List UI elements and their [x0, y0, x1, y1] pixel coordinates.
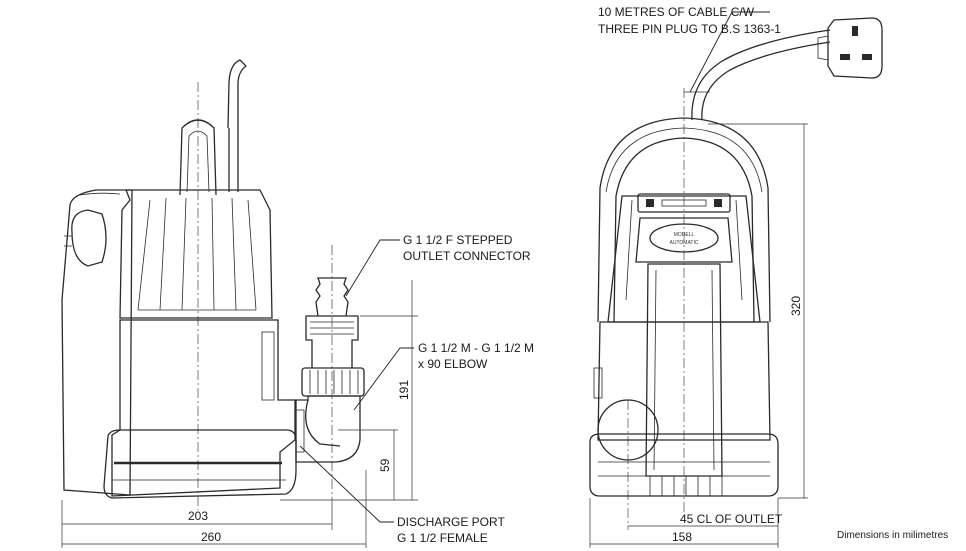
- front-handle-outer: [597, 117, 771, 323]
- front-handle-inner: [613, 137, 755, 323]
- label-discharge-2: G 1 1/2 FEMALE: [397, 531, 488, 545]
- plug-strain-relief: [817, 35, 829, 61]
- front-handle-rib: [605, 127, 763, 193]
- side-base: [103, 429, 297, 499]
- plug-pin-right: [862, 54, 872, 60]
- side-float-pins: [64, 235, 72, 247]
- label-outlet-connector-1: G 1 1/2 F STEPPED: [403, 233, 513, 247]
- leader-elbow: [353, 347, 414, 411]
- side-connector-thread: [310, 321, 354, 335]
- plug-body: [827, 17, 883, 79]
- side-view: 203 260 191 59: [61, 59, 418, 548]
- units-note: Dimensions in milimetres: [837, 530, 948, 541]
- front-cap-screw-right: [714, 199, 722, 207]
- front-top-cap: [637, 193, 731, 213]
- front-base-lines: [598, 461, 770, 477]
- side-connector-base: [305, 315, 359, 368]
- dim-158: 158: [672, 530, 692, 544]
- front-view: MODELL AUTOMATIC 320 158: [589, 11, 883, 548]
- side-handle-inner: [186, 130, 210, 193]
- side-discharge-port: [296, 409, 305, 453]
- side-side-panel: [261, 331, 275, 401]
- side-elbow-nut: [301, 367, 365, 397]
- front-housing-ribs: [625, 199, 743, 301]
- nameplate-line2: AUTOMATIC: [670, 240, 699, 246]
- side-ribs: [137, 197, 257, 311]
- label-cl-outlet: 45 CL OF OUTLET: [680, 512, 783, 526]
- front-side-stud: [593, 367, 603, 399]
- side-hose-barb: [315, 277, 349, 317]
- side-upper-housing: [119, 189, 273, 319]
- side-float-top: [79, 192, 121, 196]
- label-discharge-1: DISCHARGE PORT: [397, 515, 505, 529]
- plug-pin-top: [852, 26, 858, 36]
- front-cap-slot: [661, 199, 707, 207]
- leader-outlet-connector: [345, 239, 400, 297]
- front-lower-body: [597, 321, 771, 441]
- front-base: [589, 433, 779, 497]
- side-cable-sheath: [228, 128, 239, 192]
- side-handle: [179, 119, 217, 196]
- leader-discharge: [299, 445, 394, 523]
- leader-cable: [689, 11, 770, 93]
- side-lower-body: [111, 319, 296, 497]
- dim-191: 191: [397, 380, 411, 400]
- front-cable-outer: [691, 29, 831, 121]
- dim-59: 59: [378, 458, 392, 472]
- label-elbow-2: x 90 ELBOW: [418, 357, 488, 371]
- nameplate-line1: MODELL: [674, 232, 695, 238]
- dim-260: 260: [201, 530, 221, 544]
- plug-pin-left: [840, 54, 850, 60]
- label-cable-1: 10 METRES OF CABLE C/W: [598, 5, 755, 19]
- front-column-edges: [653, 269, 715, 471]
- side-float-housing: [61, 189, 133, 496]
- side-elbow-inner: [305, 399, 341, 447]
- label-elbow-1: G 1 1/2 M - G 1 1/2 M: [418, 341, 534, 355]
- front-base-slots: [649, 476, 723, 496]
- dim-203: 203: [188, 509, 208, 523]
- side-elbow: [295, 395, 361, 463]
- label-outlet-connector-2: OUTLET CONNECTOR: [403, 249, 531, 263]
- front-cap-screw-left: [646, 199, 654, 207]
- label-cable-2: THREE PIN PLUG TO B.S 1363-1: [598, 22, 781, 36]
- side-cable: [227, 59, 247, 129]
- side-float-switch: [71, 209, 107, 267]
- front-cable-inner: [701, 41, 831, 121]
- dim-320: 320: [789, 296, 803, 316]
- front-outlet-arc: [597, 399, 659, 431]
- front-nameplate: [649, 223, 719, 253]
- side-nut-knurl: [309, 370, 359, 394]
- front-nameplate-frame: [635, 217, 733, 263]
